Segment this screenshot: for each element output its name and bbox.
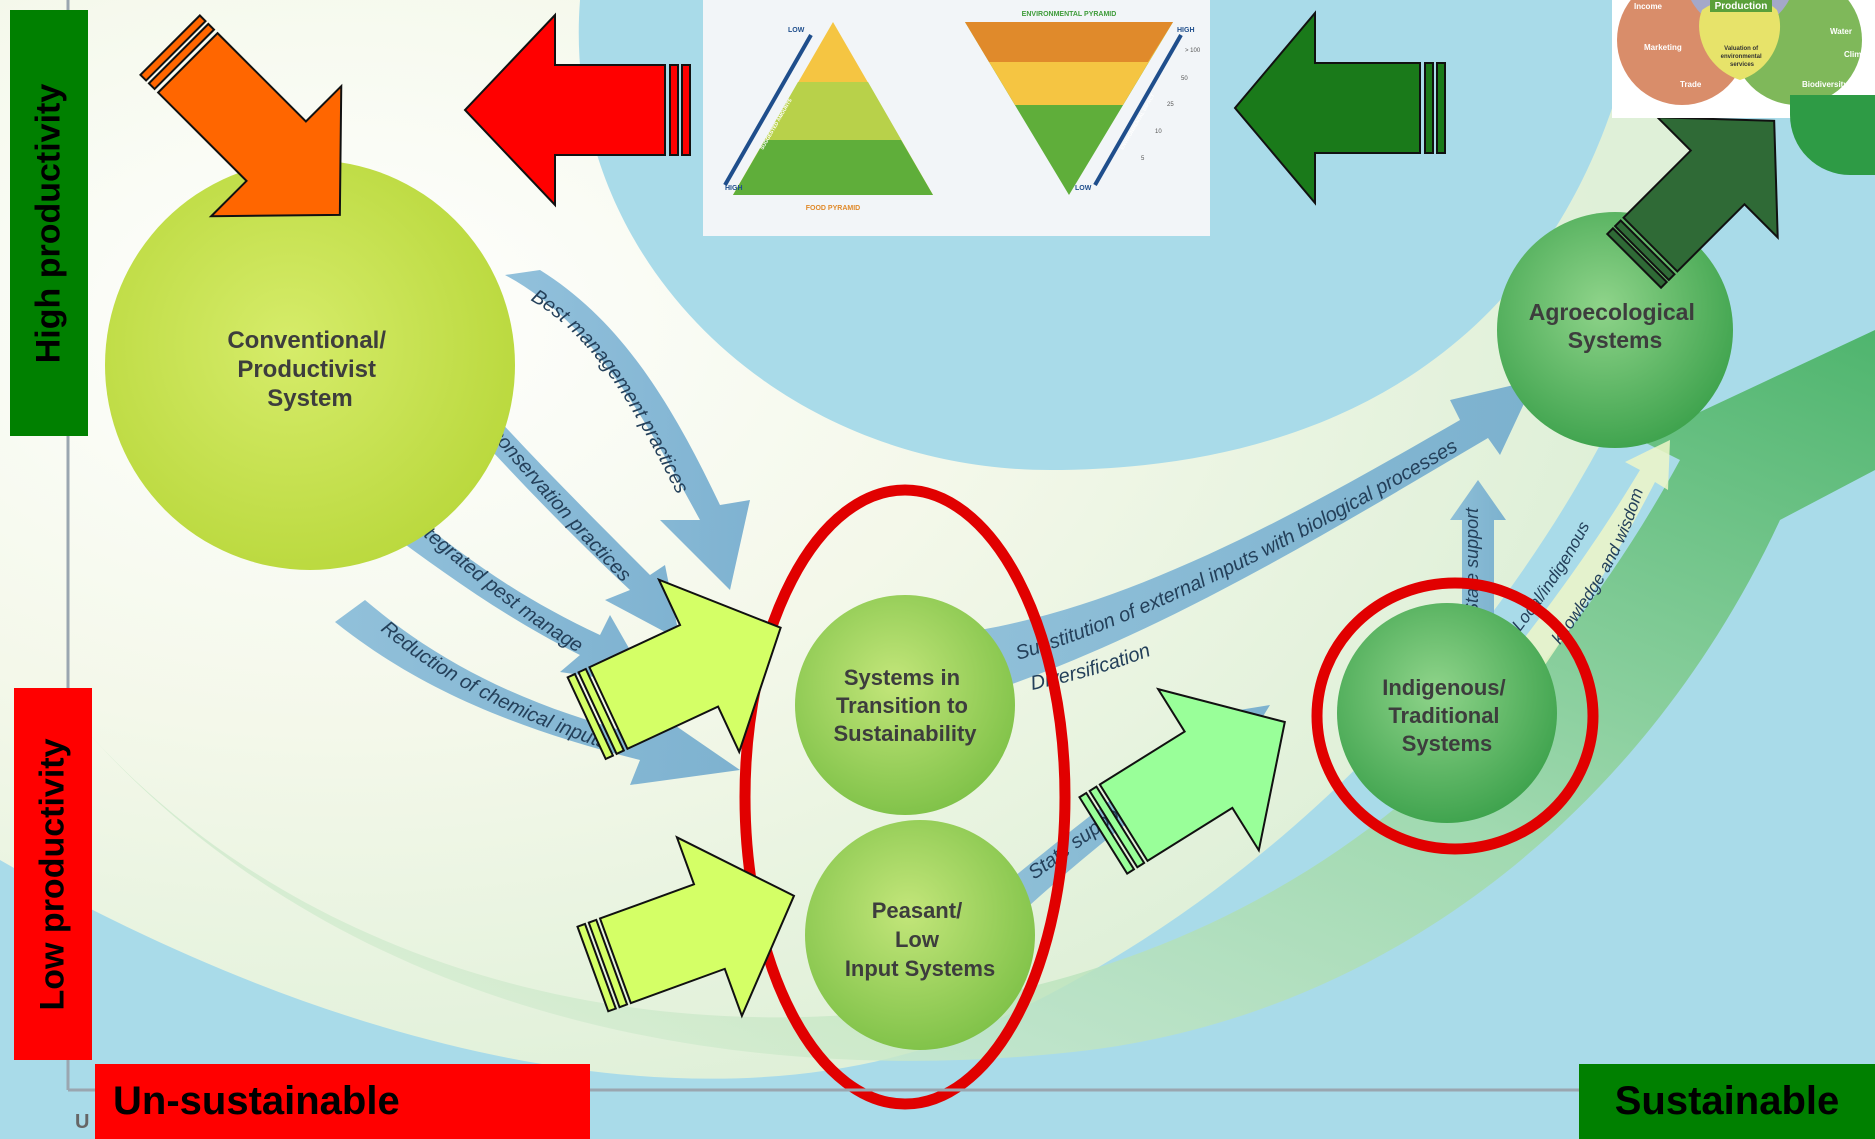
node-peasant: Peasant/ Low Input Systems (805, 820, 1035, 1050)
node-indigenous: Indigenous/ Traditional Systems (1337, 603, 1557, 823)
node-indigenous-label: Indigenous/ Traditional Systems (1382, 675, 1512, 756)
venn-trade: Trade (1680, 80, 1702, 89)
env-high-label: HIGH (1177, 27, 1195, 34)
pyramid-inset: LOW HIGH SUGGESTED AMOUNTS FOOD PYRAMID … (703, 0, 1210, 236)
node-agroecological-label: Agroecological Systems (1529, 299, 1702, 353)
venn-production: Production (1715, 1, 1768, 12)
venn-income: Income (1634, 2, 1663, 11)
green-arrow (1233, 10, 1446, 206)
un-sustainable-label: Un-sustainable (113, 1079, 400, 1123)
low-productivity-box: Low productivity (14, 688, 92, 1060)
state-support-upper-arrow (1450, 480, 1506, 640)
food-pyramid-axis (723, 34, 813, 186)
env-low-label: LOW (1075, 185, 1092, 192)
axis-corner-label: U (75, 1111, 89, 1133)
env-scale-1: > 100 (1185, 48, 1201, 54)
node-indigenous-circle (1337, 603, 1557, 823)
env-pyramid-top (965, 22, 1173, 62)
integrated-pest-arrow (372, 500, 650, 685)
env-scale-4: 10 (1155, 129, 1162, 135)
food-pyramid-title: FOOD PYRAMID (806, 205, 860, 212)
food-high-label: HIGH (725, 185, 743, 192)
local-knowledge-arrow (1515, 440, 1670, 665)
node-conventional-label: Conventional/ Productivist System (227, 327, 392, 412)
dark-green-arrow (1605, 116, 1779, 290)
best-management-arrow (505, 270, 750, 590)
highlight-ellipse-transition (739, 484, 1071, 1110)
node-peasant-circle (805, 820, 1035, 1050)
env-pyramid-title: ENVIRONMENTAL PYRAMID (1022, 11, 1117, 18)
venn-inset-graphic: Production Income Marketing Trade Valuat… (1612, 0, 1875, 118)
substitution-arrow (980, 380, 1535, 690)
venn-climate: Climat (1844, 50, 1869, 59)
orange-arrow (139, 14, 343, 218)
soil-conservation-arrow (440, 388, 680, 640)
state-support-upper-label: State support (1462, 507, 1482, 615)
env-pyramid-axis (1093, 34, 1183, 186)
sustainable-box: Sustainable (1579, 1064, 1875, 1139)
env-scale-5: 5 (1141, 156, 1145, 162)
node-conventional: Conventional/ Productivist System (105, 160, 515, 570)
light-green-arrow (1078, 687, 1286, 875)
low-productivity-label: Low productivity (33, 738, 72, 1010)
venn-center (1699, 0, 1781, 80)
node-conventional-circle (105, 160, 515, 570)
sustainable-label: Sustainable (1614, 1079, 1840, 1123)
node-peasant-label: Peasant/ Low Input Systems (845, 898, 995, 981)
high-productivity-box: High productivity (10, 10, 88, 436)
node-transition: Systems in Transition to Sustainability (795, 595, 1015, 815)
production-badge (1710, 0, 1772, 12)
pointer-arrows (139, 10, 1779, 1019)
node-agroecological-circle (1497, 212, 1733, 448)
highlight-ellipse-indigenous (1311, 577, 1599, 855)
node-transition-label: Systems in Transition to Sustainability (833, 665, 977, 746)
env-scale-2: 50 (1181, 76, 1188, 82)
node-transition-circle (795, 595, 1015, 815)
red-arrow (463, 12, 691, 208)
pyramid-inset-graphic: LOW HIGH SUGGESTED AMOUNTS FOOD PYRAMID … (703, 0, 1210, 236)
lime-arrow-upper (566, 577, 782, 761)
venn-valuation: Valuation of environmental services (1721, 46, 1764, 68)
venn-marketing: Marketing (1644, 43, 1682, 52)
food-low-label: LOW (788, 27, 805, 34)
node-agroecological: Agroecological Systems (1497, 212, 1733, 448)
un-sustainable-box: Un-sustainable (95, 1064, 590, 1139)
lime-arrow-lower (576, 835, 796, 1019)
venn-water: Water (1830, 27, 1852, 36)
food-pyramid-base (733, 140, 933, 195)
env-scale-3: 25 (1167, 102, 1174, 108)
high-productivity-label: High productivity (29, 83, 68, 363)
sustainability-band (60, 330, 1875, 1061)
venn-biodiversity: Biodiversity (1802, 80, 1848, 89)
